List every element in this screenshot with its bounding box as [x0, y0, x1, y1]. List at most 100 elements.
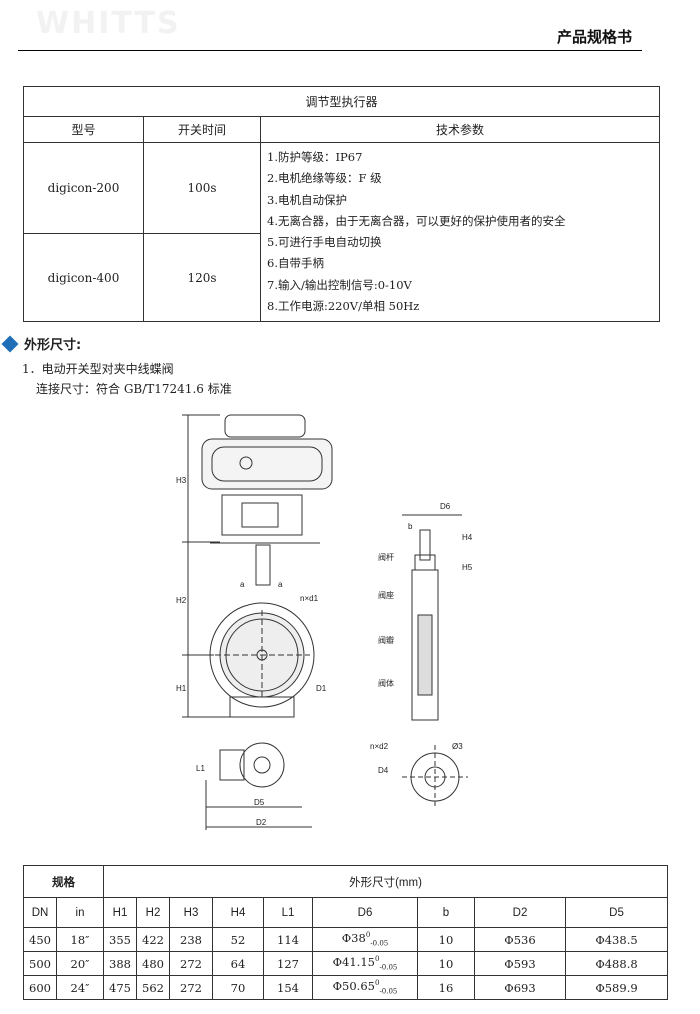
label-D2: D2	[256, 818, 267, 827]
dimension-table: 规格 外形尺寸(mm) DN in H1 H2 H3 H4 L1 D6 b D2…	[23, 865, 668, 1000]
param-line: 2.电机绝缘等级：F 级	[267, 171, 382, 186]
label-D1: D1	[316, 684, 327, 693]
time-cell: 120s	[143, 233, 261, 323]
label-H5: H5	[462, 563, 473, 572]
valve-neck	[255, 544, 271, 586]
col-H2: H2	[136, 897, 170, 928]
valve-drawing: H3 H2 H1 n×d1 D1 a a D6 b H4 H5 阀杆 阀座 阀瓣…	[176, 414, 473, 830]
cell-h1: 388	[103, 951, 137, 976]
d6-upper-tol: 0	[365, 931, 371, 940]
d6-upper-tol: 0	[374, 979, 380, 988]
cell-l1: 154	[263, 975, 313, 1000]
cell-d2: Φ693	[474, 975, 566, 1000]
label-body: 阀体	[378, 678, 394, 688]
d6-upper-tol: 0	[374, 955, 380, 964]
cell-d2: Φ536	[474, 927, 566, 952]
cell-d6: Φ50.650-0.05	[312, 975, 418, 1000]
label-D5: D5	[254, 798, 265, 807]
col-D6: D6	[312, 897, 418, 928]
cell-d6: Φ41.150-0.05	[312, 951, 418, 976]
col-D2: D2	[474, 897, 566, 928]
cell-b: 16	[417, 975, 475, 1000]
cell-dn: 500	[23, 951, 57, 976]
param-line: 7.输入/输出控制信号:0-10V	[267, 277, 412, 292]
param-line: 8.工作电源:220V/单相 50Hz	[267, 299, 420, 314]
cell-d5: Φ589.9	[565, 975, 668, 1000]
col-DN: DN	[23, 897, 57, 928]
cell-h2: 480	[136, 951, 170, 976]
cell-h4: 64	[212, 951, 264, 976]
label-H1: H1	[176, 684, 187, 693]
col-H3: H3	[169, 897, 213, 928]
spec-table-title: 调节型执行器	[23, 86, 660, 117]
col-model-header: 型号	[23, 116, 144, 143]
col-params-header: 技术参数	[260, 116, 660, 143]
label-seat: 阀座	[378, 590, 394, 600]
label-L1: L1	[196, 764, 205, 773]
item-1-text: 1．电动开关型对夹中线蝶阀	[22, 362, 174, 376]
model-cell: digicon-400	[23, 233, 144, 323]
cell-in: 24″	[56, 975, 104, 1000]
label-phi3: Ø3	[452, 742, 463, 751]
cell-h3: 238	[169, 927, 213, 952]
mounting-bracket	[221, 494, 303, 536]
tech-params-cell: 1.防护等级：IP67 2.电机绝缘等级：F 级 3.电机自动保护 4.无离合器…	[260, 141, 660, 323]
cell-l1: 114	[263, 927, 313, 952]
col-b: b	[417, 897, 475, 928]
col-in: in	[56, 897, 104, 928]
time-cell: 100s	[143, 141, 261, 235]
table-row: 450 18″ 355 422 238 52 114 Φ380-0.05 10 …	[23, 927, 668, 952]
cell-h3: 272	[169, 975, 213, 1000]
cell-dn: 450	[23, 927, 57, 952]
col-H4: H4	[212, 897, 264, 928]
cell-h1: 475	[103, 975, 137, 1000]
actuator-knob-icon	[239, 456, 253, 470]
param-line: 5.可进行手电自动切换	[267, 235, 382, 250]
col-time-header: 开关时间	[143, 116, 261, 143]
label-nd2: n×d2	[370, 742, 389, 751]
label-nd1: n×d1	[300, 594, 319, 603]
document-title: 产品规格书	[556, 28, 632, 46]
param-line: 6.自带手柄	[267, 256, 324, 271]
cell-b: 10	[417, 927, 475, 952]
cell-h4: 52	[212, 927, 264, 952]
header-rule	[18, 50, 642, 51]
d6-lower-tol: -0.05	[370, 939, 389, 948]
cell-h4: 70	[212, 975, 264, 1000]
side-view-body	[411, 569, 439, 721]
connection-standard: 连接尺寸：符合 GB/T17241.6 标准	[36, 382, 232, 396]
size-header: 外形尺寸(mm)	[103, 865, 668, 898]
col-L1: L1	[263, 897, 313, 928]
cell-in: 20″	[56, 951, 104, 976]
cell-d6: Φ380-0.05	[312, 927, 418, 952]
section-heading: 外形尺寸:	[1, 334, 81, 353]
col-H1: H1	[103, 897, 137, 928]
actuator-cover	[224, 414, 306, 438]
coupling	[241, 502, 279, 528]
cell-b: 10	[417, 951, 475, 976]
cell-d5: Φ438.5	[565, 927, 668, 952]
param-line: 1.防护等级：IP67	[267, 150, 363, 164]
d6-value: Φ41.15	[332, 955, 375, 970]
label-H4: H4	[462, 533, 473, 542]
table-row: 500 20″ 388 480 272 64 127 Φ41.150-0.05 …	[23, 951, 668, 976]
cell-in: 18″	[56, 927, 104, 952]
cell-h1: 355	[103, 927, 137, 952]
param-line: 4.无离合器，由于无离合器，可以更好的保护使用者的安全	[267, 213, 566, 228]
cell-d5: Φ488.8	[565, 951, 668, 976]
d6-value: Φ38	[341, 931, 366, 946]
cell-h2: 422	[136, 927, 170, 952]
d6-value: Φ50.65	[332, 979, 375, 994]
label-disc: 阀瓣	[378, 635, 394, 645]
watermark-logo: WHITTS	[36, 6, 181, 41]
label-a-left: a	[240, 580, 245, 589]
cell-l1: 127	[263, 951, 313, 976]
cell-d2: Φ593	[474, 951, 566, 976]
label-H2: H2	[176, 596, 187, 605]
actuator-body	[201, 438, 333, 490]
spec-header: 规格	[23, 865, 104, 898]
label-D6: D6	[440, 502, 451, 511]
cell-dn: 600	[23, 975, 57, 1000]
cell-h3: 272	[169, 951, 213, 976]
model-cell: digicon-200	[23, 141, 144, 235]
